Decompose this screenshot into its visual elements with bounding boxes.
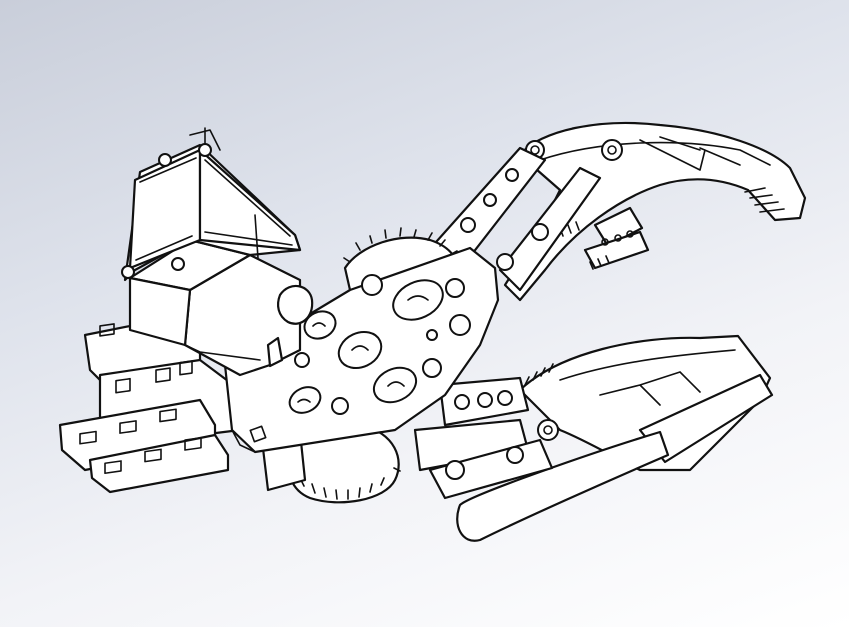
lower-finger: [456, 334, 774, 542]
servo-motor: [121, 127, 314, 377]
finger-pad: [559, 206, 650, 270]
lower-link-arm: [413, 376, 554, 500]
upper-link-arm: [418, 146, 602, 292]
base-plate: [223, 246, 500, 454]
